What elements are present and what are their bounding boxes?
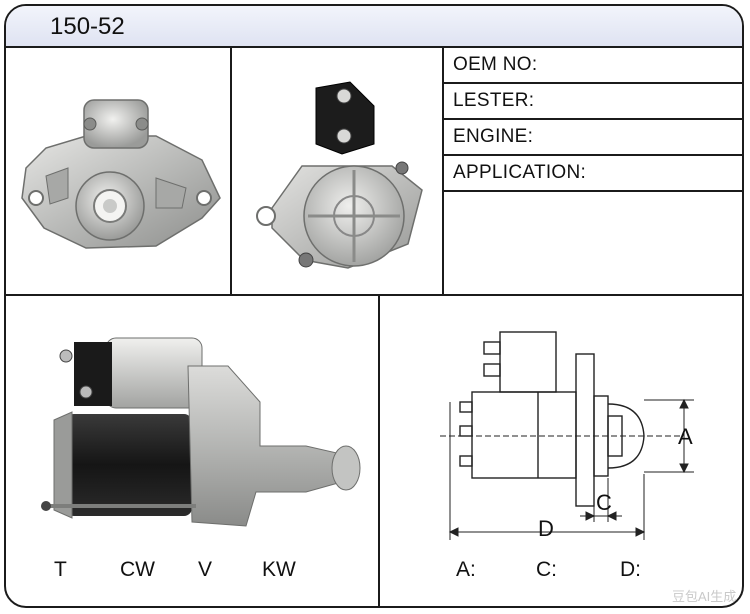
info-label-oem: OEM NO:	[453, 54, 538, 75]
divider-vertical-bottom	[378, 294, 380, 606]
info-row-oem: OEM NO:	[444, 48, 742, 84]
photo-front-view	[6, 48, 230, 294]
spec-label-c: C:	[536, 558, 557, 581]
info-row-lester: LESTER:	[444, 84, 742, 120]
info-label-lester: LESTER:	[453, 90, 535, 111]
spec-label-t: T	[54, 558, 67, 581]
info-label-application: APPLICATION:	[453, 162, 587, 183]
info-row-application: APPLICATION:	[444, 156, 742, 192]
spec-label-v: V	[198, 558, 213, 581]
part-number-title: 150-52	[50, 13, 125, 40]
divider-horizontal-middle	[6, 294, 742, 296]
dimension-d-label: D	[538, 516, 554, 541]
spec-sheet: 150-52	[4, 4, 744, 608]
photo-side-view	[6, 296, 378, 536]
dimension-a-label: A	[678, 424, 693, 449]
dimension-c-label: C	[596, 490, 612, 515]
spec-label-d: D:	[620, 558, 641, 581]
photo-rear-view	[232, 48, 442, 294]
technical-drawing: A C D	[380, 296, 742, 546]
header-bar: 150-52	[6, 6, 742, 48]
info-row-engine: ENGINE:	[444, 120, 742, 156]
divider-vertical-top-1	[230, 46, 232, 296]
divider-vertical-top-2	[442, 46, 444, 296]
spec-label-a: A:	[456, 558, 476, 581]
spec-label-cw: CW	[120, 558, 155, 581]
info-label-engine: ENGINE:	[453, 126, 534, 147]
spec-label-kw: KW	[262, 558, 296, 581]
watermark-text: 豆包AI生成	[672, 589, 737, 604]
info-table: OEM NO: LESTER: ENGINE: APPLICATION:	[444, 48, 742, 294]
